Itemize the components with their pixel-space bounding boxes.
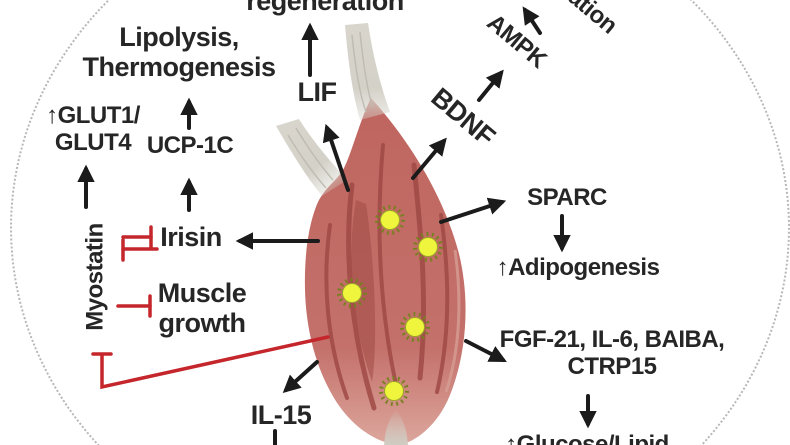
vesicle-icon	[413, 232, 443, 262]
vesicle-icon	[400, 312, 430, 342]
lif-label: LIF	[297, 77, 338, 107]
arrow-muscle-to-bdnf	[411, 137, 447, 180]
arrow-muscle-to-myokines	[464, 339, 507, 363]
tendon-fibers-left	[287, 127, 334, 189]
myokines-label: FGF-21, IL-6, BAIBA, CTRP15	[499, 326, 725, 380]
myostatin-label: Myostatin	[81, 223, 109, 331]
muscle-fiber-streaks	[324, 143, 450, 411]
muscle-fiber-shadow-patch	[351, 200, 376, 382]
arrow-muscle-to-lif	[322, 123, 350, 192]
glucose-lipid-label: ↑Glucose/Lipid	[505, 431, 669, 445]
ucp1c-label: UCP-1C	[146, 132, 234, 159]
lipolysis-thermogenesis-label: Lipolysis, Thermogenesis	[82, 22, 276, 83]
il15-label: IL-15	[250, 400, 312, 430]
tendon-fibers	[351, 31, 374, 113]
arrow-muscle-to-sparc	[439, 197, 507, 224]
cell-boundary-dotted-circle	[10, 0, 790, 445]
tbar-irisin-inhibits-myostatin	[121, 238, 159, 262]
arrow-ampk-to-oxidation	[522, 6, 542, 35]
tendon-top-right	[345, 23, 390, 120]
inhibition-lines	[91, 225, 330, 390]
muscle-growth-label: Muscle growth	[157, 278, 247, 339]
activation-arrows	[77, 6, 597, 445]
muscle-highlight	[444, 249, 461, 393]
sparc-label: SPARC	[527, 184, 607, 211]
glut-label: ↑GLUT1/ GLUT4	[46, 102, 140, 156]
tendon-bottom-tip	[384, 410, 408, 445]
vesicle-icon	[375, 205, 405, 235]
vesicle-icon	[379, 376, 409, 406]
tbar-myostatin-inhibits-irisin	[121, 225, 153, 249]
regeneration-label: regeneration	[246, 0, 404, 16]
irisin-label: Irisin	[160, 222, 222, 252]
arrow-muscle-to-il15	[282, 360, 319, 393]
arrow-bdnf-to-ampk	[477, 69, 504, 102]
vesicle-icon	[337, 278, 367, 308]
tbar-myostatin-inhibits-muscle-growth	[116, 294, 152, 318]
adipogenesis-label: ↑Adipogenesis	[496, 254, 660, 281]
tbar-muscle-inhibits-myostatin	[91, 335, 330, 390]
vesicle-icons	[337, 205, 443, 406]
